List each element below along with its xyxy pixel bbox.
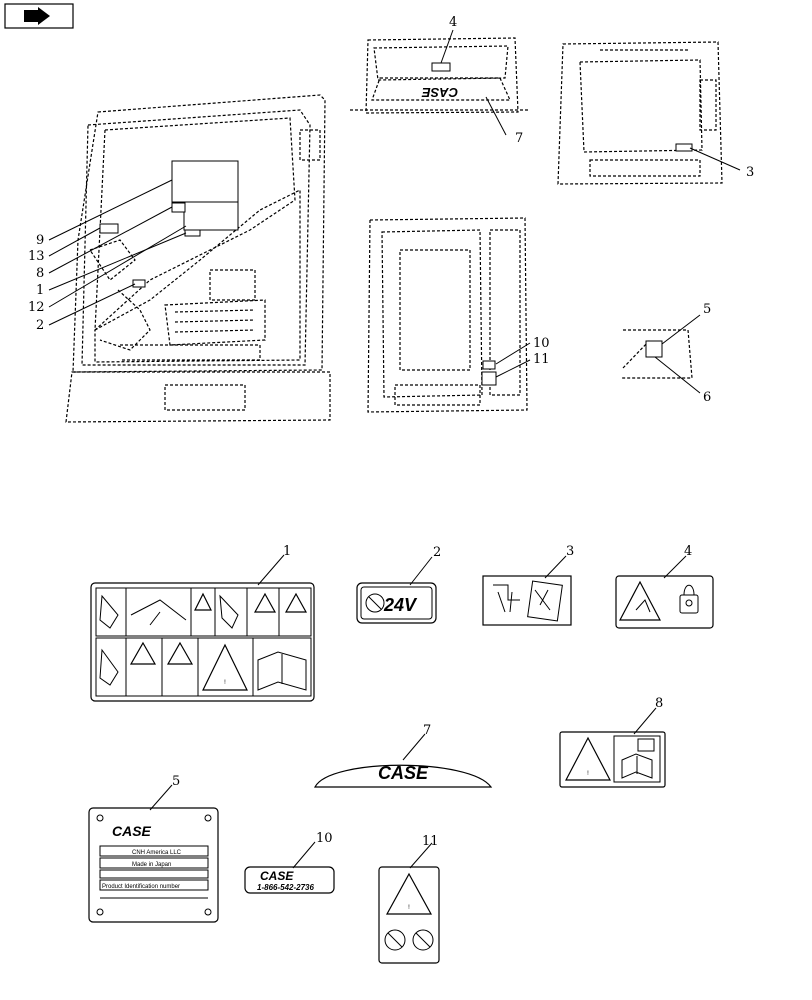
svg-text:!: ! [587,771,589,777]
decal-10-logo: CASE [260,869,294,883]
decal-3 [482,575,572,626]
decal-2-voltage: 24V [383,595,418,615]
callout-5-top: 5 [703,302,711,317]
decal-5: CASE CNH America LLC Made in Japan Produ… [88,807,219,923]
decal-10: CASE 1-866-542-2736 [244,866,335,894]
callout-11-decal: 11 [422,834,439,849]
cab-door-view [367,217,528,413]
cab-rear-view [557,41,723,185]
decal-1: ! [90,582,315,702]
callout-11-top: 11 [533,352,550,367]
decal-7: CASE [314,763,493,788]
decal-4 [615,575,714,629]
decal-10-phone: 1-866-542-2736 [257,883,314,892]
callout-13: 13 [28,249,45,264]
callout-10-top: 10 [533,336,550,351]
callout-4-decal: 4 [684,544,692,559]
decal-5-logo: CASE [112,823,152,839]
callout-7-decal: 7 [423,723,431,738]
decal-5-pin-label: Product Identification number [102,884,180,890]
decal-11: ! [378,866,440,964]
decal-5-made: Made in Japan [132,862,171,868]
callout-5-decal: 5 [172,774,180,789]
leaders-main-view [48,179,187,326]
callout-4-top: 4 [449,15,457,30]
callout-2-decal: 2 [433,545,441,560]
forward-arrow-icon[interactable] [4,3,74,29]
callout-10-decal: 10 [316,831,333,846]
callout-12: 12 [28,300,45,315]
decal-7-logo: CASE [378,763,429,783]
callout-8-decal: 8 [655,696,663,711]
decal-5-company: CNH America LLC [132,850,182,856]
callout-6-top: 6 [703,390,711,405]
callout-1: 1 [36,283,44,298]
cab-rear-upper-view: CASE [350,37,530,114]
svg-text:!: ! [224,680,226,686]
detail-view-plate [622,329,693,379]
callout-9: 9 [36,233,44,248]
cab-side-view [65,94,331,423]
svg-text:!: ! [408,905,410,911]
callout-1-decal: 1 [283,544,291,559]
callout-3-top: 3 [746,165,754,180]
callout-8: 8 [36,266,44,281]
callout-2: 2 [36,318,44,333]
decal-8: ! [559,731,666,788]
decal-2: 24V [356,582,437,624]
callout-3-decal: 3 [566,544,574,559]
mirrored-case-logo: CASE [422,85,458,100]
callout-7-top: 7 [515,131,523,146]
